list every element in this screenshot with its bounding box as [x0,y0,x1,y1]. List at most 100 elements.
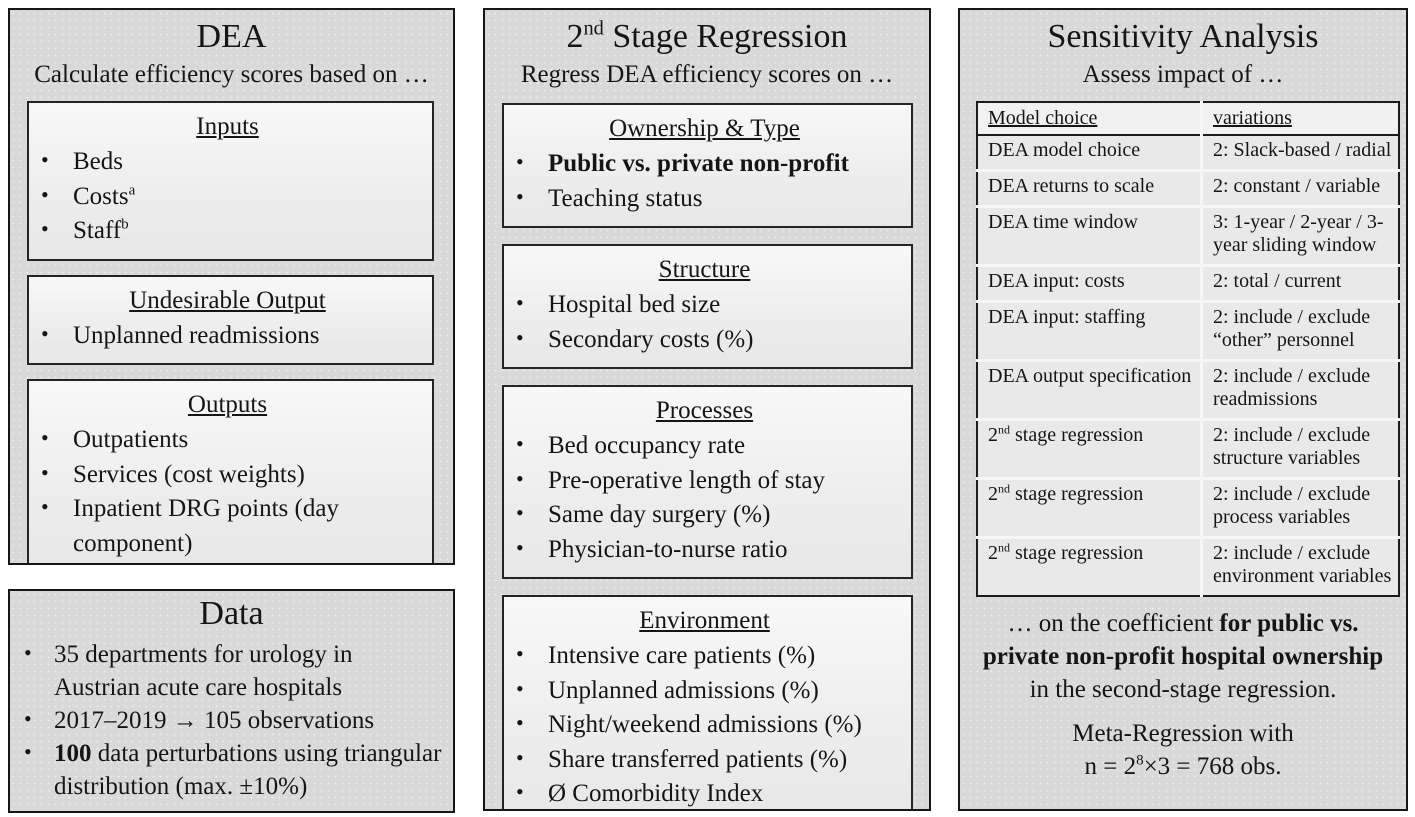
box-ownership-type: Ownership & Type • Public vs. private non… [502,103,913,228]
bullet-item: • Staffb [29,214,426,249]
bullet-text: Services (cost weights) [73,460,305,488]
bullet-text: Beds [73,148,123,175]
bullet-item: •Intensive care patients (%) [504,639,905,674]
bullet-glyph: • [41,216,49,241]
bullet-text: Intensive care patients (%) [548,642,816,669]
bullet-glyph: • [41,147,49,172]
cell-variations: 2: total / current [1201,265,1399,303]
bullet-text: Costsa [73,182,136,210]
header-variations: variations [1201,102,1399,136]
cell-variations: 2: include / exclude process variables [1201,478,1399,539]
bullet-glyph: • [516,675,524,701]
bullet-glyph: • [24,705,32,731]
bullet-glyph: • [516,500,524,525]
cell-variations: 2: include / exclude “other” personnel [1201,301,1399,362]
bullet-text: 2017–2019 → 105 observations [54,706,375,734]
box-inputs: Inputs •Beds•Costsa•Staffb [27,101,434,261]
bullet-text: Unplanned admissions (%) [548,676,819,704]
box-ownership-type-heading: Ownership & Type [609,115,800,142]
bullet-glyph: • [41,494,49,519]
bullet-item: •Hospital bed size [504,288,905,323]
processes-list: • Bed occupancy rate • Pre-operative length… [504,429,905,567]
bullet-item: • 100 data perturbations using triangular… [12,737,443,803]
meta-regression-line1: Meta-Regression with [1072,720,1294,747]
bullet-glyph: • [516,534,524,560]
box-environment: Environment •Intensive care patients (%)… [502,595,913,809]
dea-subtitle: Calculate efficiency scores based on … [34,60,429,88]
box-outputs-heading: Outputs [187,391,268,418]
bullet-item: • 2017–2019 → 105 observations [12,704,443,737]
bullet-item: • Same day surgery (%) [504,498,905,533]
bullet-text: Pre-operative length of stay [548,466,825,494]
panel-second-stage-regression: 2nd Stage Regression Regress DEA efficie… [483,8,931,811]
box-undesirable-output-heading: Undesirable Output [129,286,326,314]
bullet-item: • Night/weekend admissions (%) [504,708,905,743]
bullet-item: •Teaching status [504,182,905,217]
bullet-item: •Unplanned readmissions [29,319,426,354]
inputs-list: •Beds•Costsa•Staffb [29,145,426,249]
sensitivity-note: … on the coefficient for public vs. priv… [982,610,1384,703]
bullet-text: Outpatients [73,426,189,453]
bullet-glyph: • [516,183,524,209]
sensitivity-table-head: Model choice variations [977,102,1399,136]
sensitivity-title: Sensitivity Analysis [1047,18,1319,55]
bullet-text: 100 data perturbations using triangular … [54,739,442,800]
bullet-item: • Pre-operative length of stay [504,464,905,499]
header-model-choice: Model choice [977,102,1203,136]
bullet-item: • Inpatient DRG points (day component) [29,492,426,561]
panel-dea: DEA Calculate efficiency scores based on… [8,8,455,565]
data-title: Data [199,595,264,632]
bullet-glyph: • [41,425,49,450]
bullet-text: Share transferred patients (%) [548,745,848,773]
bullet-item: • 35 departments for urology in Austrian … [12,638,443,704]
bullet-text: Staffb [73,216,129,244]
bullet-text: Inpatient DRG points (day component) [73,495,339,557]
bullet-item: • Public vs. private non-profit [504,147,905,182]
structure-list: •Hospital bed size•Secondary costs (%) [504,288,905,357]
bullet-glyph: • [516,710,524,735]
bullet-glyph: • [516,465,524,491]
bullet-glyph: • [24,639,32,665]
bullet-item: • Share transferred patients (%) [504,743,905,778]
outputs-list: •Outpatients•Services (cost weights)•Inp… [29,423,426,561]
ownership-type-list: • Public vs. private non-profit •Teaching … [504,147,905,216]
box-structure-heading: Structure [658,256,751,283]
box-structure: Structure •Hospital bed size•Secondary c… [502,244,913,369]
bullet-text: Bed occupancy rate [548,432,746,459]
bullet-item: • Unplanned admissions (%) [504,674,905,709]
cell-model-choice: DEA time window [977,206,1203,267]
bullet-text: Public vs. private non-profit [548,150,849,177]
bullet-text: Secondary costs (%) [548,325,754,353]
bullet-glyph: • [516,744,524,770]
cell-variations: 2: include / exclude readmissions [1201,360,1399,421]
cell-variations: 2: include / exclude structure variables [1201,419,1399,480]
cell-model-choice: DEA model choice [977,135,1203,172]
box-undesirable-output: Undesirable Output •Unplanned readmissio… [27,274,434,365]
bullet-text: Night/weekend admissions (%) [548,711,862,738]
bullet-item: •Costsa [29,180,426,215]
panel-data: Data • 35 departments for urology in Aust… [8,589,455,813]
bullet-item: • Outpatients [29,423,426,458]
bullet-glyph: • [516,149,524,174]
bullet-glyph: • [24,738,32,764]
bullet-item: • Beds [29,145,426,180]
bullet-text: Unplanned readmissions [73,321,320,349]
bullet-glyph: • [516,431,524,456]
cell-variations: 3: 1-year / 2-year / 3-year sliding wind… [1201,206,1399,267]
bullet-text: Same day surgery (%) [548,501,771,528]
panel-sensitivity-analysis: Sensitivity Analysis Assess impact of … … [958,8,1408,811]
box-inputs-heading: Inputs [196,113,259,140]
undesirable-output-list: •Unplanned readmissions [29,319,426,354]
box-processes-heading: Processes [655,397,754,424]
bullet-text: Ø Comorbidity Index [548,780,764,807]
cell-model-choice: 2nd stage regression [977,537,1203,596]
bullet-text: 35 departments for urology in Austrian a… [54,640,353,701]
regression-subtitle: Regress DEA efficiency scores on … [520,60,894,88]
regression-title: 2nd Stage Regression [566,17,848,55]
